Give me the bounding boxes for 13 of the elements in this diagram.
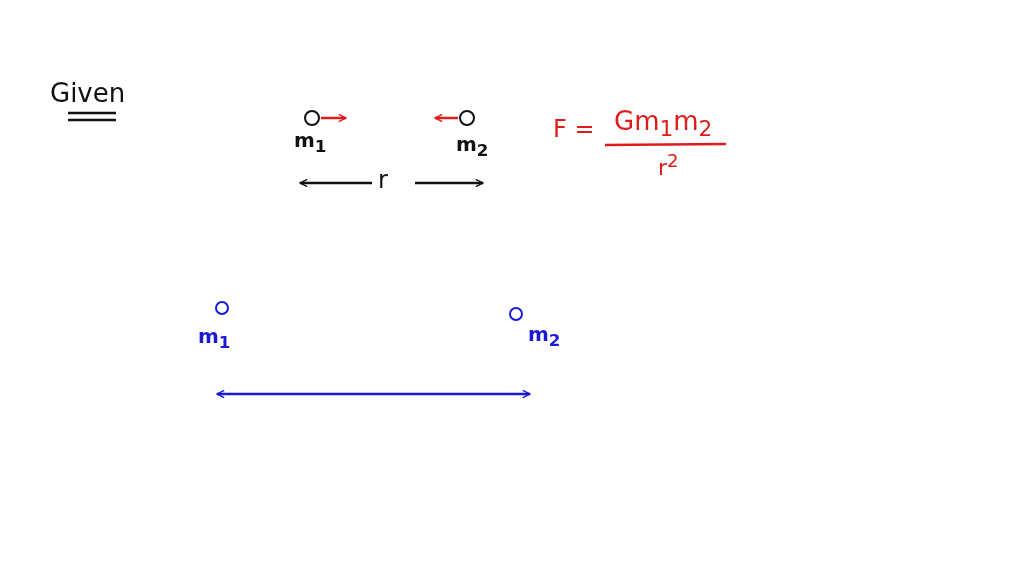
formula-text: F =: [553, 117, 595, 141]
formula-denominator: r$^{2}$: [658, 152, 679, 180]
mass-circle: [459, 110, 475, 126]
mass-circle: [509, 307, 523, 321]
mass-label: m$_{2}$: [528, 324, 561, 350]
formula-numerator: Gm$_{1}$m$_{2}$: [614, 108, 713, 140]
mass-label: m$_{1}$: [294, 130, 327, 156]
mass-circle: [215, 301, 229, 315]
heading: Given: [50, 80, 126, 106]
distance-label: r: [378, 168, 388, 192]
mass-circle: [304, 110, 320, 126]
mass-label: m$_{2}$: [456, 134, 489, 160]
mass-label: m$_{1}$: [198, 326, 231, 352]
